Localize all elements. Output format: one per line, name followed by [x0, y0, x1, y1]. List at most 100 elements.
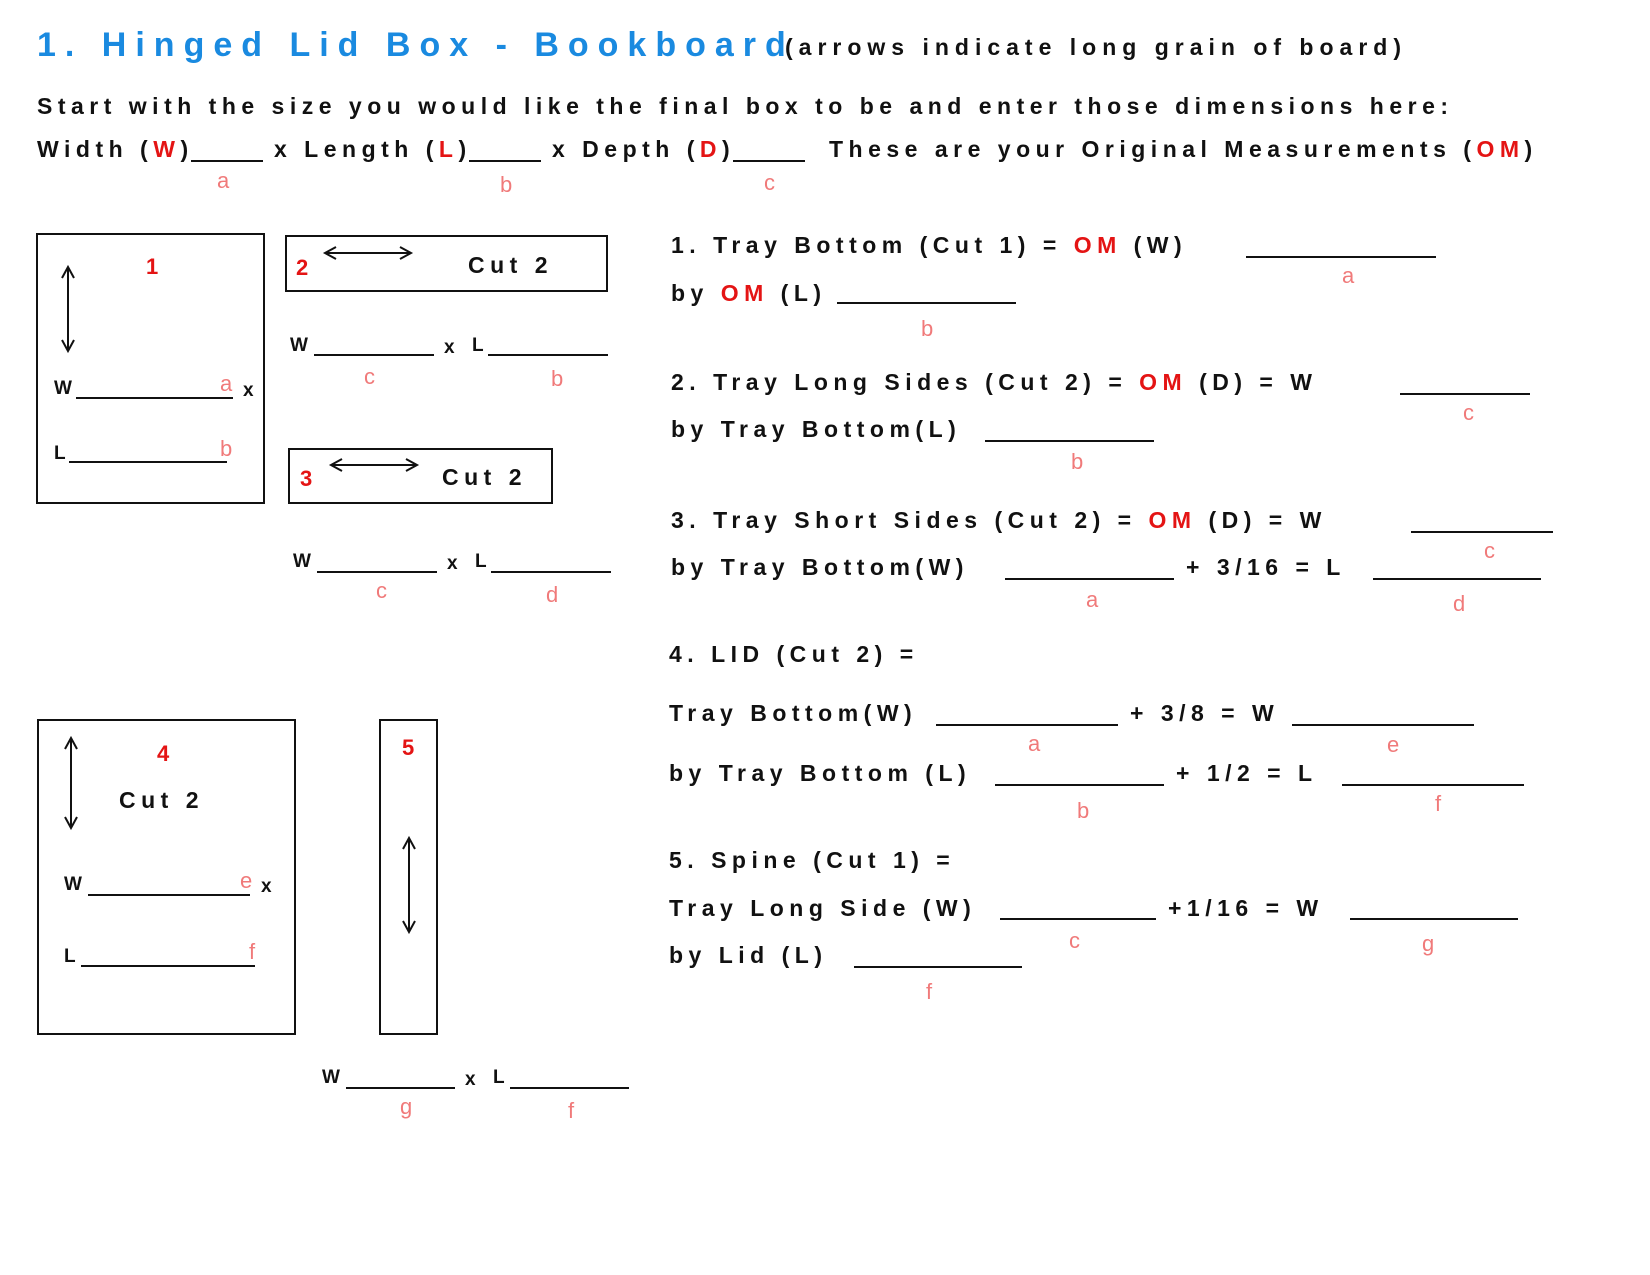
piece-1-l-label: L	[54, 443, 66, 464]
letter-e: e	[240, 868, 253, 893]
step-5-line-2: Tray Long Side (W)	[669, 895, 977, 921]
letter-c: c	[1069, 928, 1080, 953]
piece-2-l-field[interactable]	[488, 354, 608, 356]
letter-c: c	[376, 578, 387, 603]
piece-1-l-field[interactable]	[69, 461, 227, 463]
letter-d: d	[546, 582, 559, 607]
piece-2-x: x	[444, 337, 455, 358]
step-3-line-1: 3. Tray Short Sides (Cut 2) = OM (D) = W	[671, 507, 1327, 533]
piece-4-w-label: W	[64, 874, 82, 895]
step-4-line-2: Tray Bottom(W)	[669, 700, 918, 726]
letter-b: b	[220, 436, 233, 461]
letter-f: f	[568, 1098, 575, 1123]
letter-b: b	[1077, 798, 1090, 823]
piece-3-w-label: W	[293, 551, 311, 572]
step-3-line-2: by Tray Bottom(W)	[671, 554, 969, 580]
letter-g: g	[400, 1094, 413, 1119]
letter-c: c	[364, 364, 375, 389]
width-field[interactable]	[191, 160, 263, 162]
step-5-plus: +1/16 = W	[1168, 895, 1324, 921]
grain-arrow-icon	[402, 835, 416, 935]
step-2-c-field[interactable]	[1400, 393, 1530, 395]
piece-5-l-field[interactable]	[510, 1087, 629, 1089]
piece-4-w-field[interactable]	[88, 894, 250, 896]
page-title: 1. Hinged Lid Box - Bookboard	[37, 26, 795, 64]
step-4-plus-w: + 3/8 = W	[1130, 700, 1280, 726]
grain-arrow-icon	[328, 458, 420, 472]
step-4-plus-l: + 1/2 = L	[1176, 760, 1318, 786]
step-4-line-1: 4. LID (Cut 2) =	[669, 641, 919, 667]
piece-5-number: 5	[402, 735, 415, 760]
step-4-f-field[interactable]	[1342, 784, 1524, 786]
letter-f: f	[249, 939, 256, 964]
step-2-line-1: 2. Tray Long Sides (Cut 2) = OM (D) = W	[671, 369, 1318, 395]
piece-1-box	[36, 233, 265, 504]
piece-4-l-field[interactable]	[81, 965, 255, 967]
step-5-c-field[interactable]	[1000, 918, 1156, 920]
piece-4-number: 4	[157, 741, 170, 766]
letter-a: a	[1028, 731, 1041, 756]
length-field[interactable]	[469, 160, 541, 162]
length-label: x Length (L)	[274, 136, 472, 162]
step-4-b-field[interactable]	[995, 784, 1164, 786]
piece-3-x: x	[447, 553, 458, 574]
step-2-b-field[interactable]	[985, 440, 1154, 442]
depth-field[interactable]	[733, 160, 805, 162]
piece-1-w-field[interactable]	[76, 397, 233, 399]
letter-a: a	[1342, 263, 1355, 288]
piece-2-w-label: W	[290, 335, 308, 356]
grain-arrow-icon	[61, 264, 75, 354]
piece-2-l-label: L	[472, 335, 484, 356]
step-3-d-field[interactable]	[1373, 578, 1541, 580]
letter-e: e	[1387, 732, 1400, 757]
step-3-c-field[interactable]	[1411, 531, 1553, 533]
piece-3-w-field[interactable]	[317, 571, 437, 573]
letter-a: a	[217, 168, 230, 193]
om-label: These are your Original Measurements (OM…	[829, 136, 1538, 162]
step-5-line-1: 5. Spine (Cut 1) =	[669, 847, 956, 873]
piece-3-box	[288, 448, 553, 504]
step-1-a-field[interactable]	[1246, 256, 1436, 258]
step-4-line-3: by Tray Bottom (L)	[669, 760, 972, 786]
piece-1-x: x	[243, 380, 254, 401]
letter-b: b	[921, 316, 934, 341]
piece-2-w-field[interactable]	[314, 354, 434, 356]
step-1-b-field[interactable]	[837, 302, 1016, 304]
piece-2-cut: Cut 2	[468, 252, 553, 278]
step-1-line-1: 1. Tray Bottom (Cut 1) = OM (W)	[671, 232, 1188, 258]
step-3-a-field[interactable]	[1005, 578, 1174, 580]
intro-dimensions: Width (W)	[37, 136, 194, 162]
step-5-line-3: by Lid (L)	[669, 942, 828, 968]
step-4-e-field[interactable]	[1292, 724, 1474, 726]
letter-a: a	[1086, 587, 1099, 612]
letter-f: f	[1435, 791, 1442, 816]
grain-arrow-icon	[322, 246, 414, 260]
letter-g: g	[1422, 931, 1435, 956]
piece-4-x: x	[261, 876, 272, 897]
piece-5-l-label: L	[493, 1067, 505, 1088]
piece-4-cut: Cut 2	[119, 787, 204, 813]
piece-5-w-label: W	[322, 1067, 340, 1088]
step-5-g-field[interactable]	[1350, 918, 1518, 920]
page-subtitle: (arrows indicate long grain of board)	[785, 34, 1407, 60]
piece-3-cut: Cut 2	[442, 464, 527, 490]
letter-f: f	[926, 979, 933, 1004]
letter-c: c	[764, 170, 775, 195]
grain-arrow-icon	[64, 735, 78, 831]
piece-4-l-label: L	[64, 946, 76, 967]
letter-b: b	[551, 366, 564, 391]
piece-5-w-field[interactable]	[346, 1087, 455, 1089]
step-1-line-2: by OM (L)	[671, 280, 827, 306]
piece-3-l-label: L	[475, 551, 487, 572]
step-5-f-field[interactable]	[854, 966, 1022, 968]
piece-1-w-label: W	[54, 378, 72, 399]
step-2-line-2: by Tray Bottom(L)	[671, 416, 962, 442]
step-4-a-field[interactable]	[936, 724, 1118, 726]
letter-b: b	[1071, 449, 1084, 474]
letter-b: b	[500, 172, 513, 197]
letter-c: c	[1463, 400, 1474, 425]
intro-line: Start with the size you would like the f…	[37, 93, 1454, 119]
piece-1-number: 1	[146, 254, 159, 279]
piece-3-l-field[interactable]	[491, 571, 611, 573]
piece-5-x: x	[465, 1069, 476, 1090]
